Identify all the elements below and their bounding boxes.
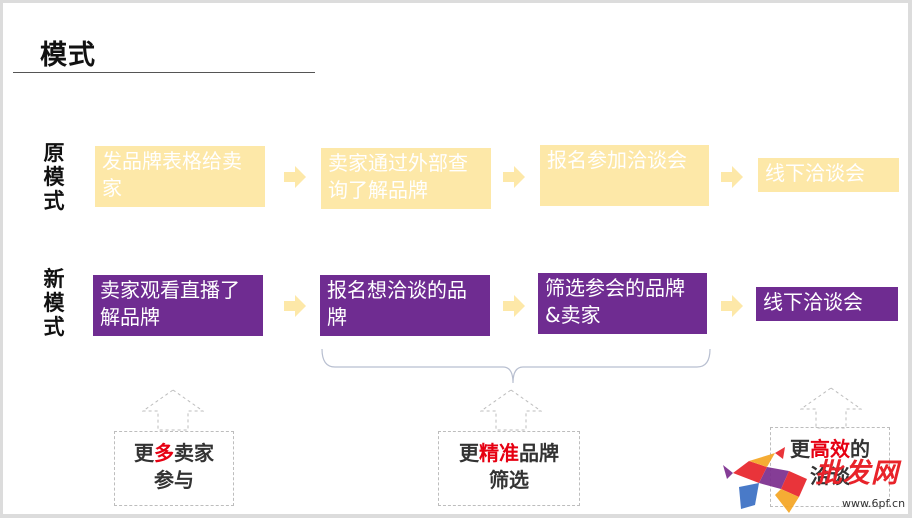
callout-highlight: 精准 [479,441,519,465]
new-step-1: 卖家观看直播了解品牌 [93,275,263,336]
old-step-4: 线下洽谈会 [758,158,899,192]
callout-suffix: 的 [850,437,870,461]
watermark-logo-icon [723,447,807,513]
old-step-3: 报名参加洽谈会 [540,145,709,206]
callout-prefix: 更 [790,437,810,461]
up-arrow-icon [800,387,862,429]
watermark-url: www.6pf.cn [842,497,906,510]
slide: 模式 原 模 式 发品牌表格给卖家 卖家通过外部查询了解品牌 报名参加洽谈会 线… [3,3,908,514]
callout-suffix: 品牌 [519,441,559,465]
arrow-right-icon [503,166,525,188]
row-label-char: 模 [43,291,65,315]
arrow-right-icon [721,295,743,317]
callout-text: 更多卖家 参与 [114,431,234,506]
new-step-2: 报名想洽谈的品牌 [320,275,490,336]
row-label-char: 式 [43,315,65,339]
watermark-text: 批发网 [815,458,899,489]
row-label-char: 新 [43,267,65,291]
callout-highlight: 高效 [810,437,850,461]
callout-line2: 参与 [154,468,194,492]
row-label-old: 原 模 式 [41,141,67,213]
callout-prefix: 更 [459,441,479,465]
callout-prefix: 更 [134,441,154,465]
row-label-char: 原 [43,141,65,165]
callout-suffix: 卖家 [174,441,214,465]
callout-highlight: 多 [154,441,174,465]
new-step-3: 筛选参会的品牌&卖家 [538,273,707,334]
title-underline [13,72,315,73]
callout-text: 更高效的 洽谈 [770,427,890,507]
arrow-right-icon [284,166,306,188]
arrow-right-icon [721,166,743,188]
old-step-2: 卖家通过外部查询了解品牌 [321,148,491,209]
arrow-right-icon [503,295,525,317]
callout-text: 更精准品牌 筛选 [438,431,580,506]
row-label-char: 式 [43,189,65,213]
arrow-right-icon [284,295,306,317]
up-arrow-icon [142,389,204,431]
old-step-1: 发品牌表格给卖家 [95,146,265,207]
page-title: 模式 [40,40,96,71]
row-label-new: 新 模 式 [41,267,67,339]
grouping-brace [321,348,711,384]
new-step-4: 线下洽谈会 [756,287,898,321]
callout-line2: 筛选 [489,468,529,492]
up-arrow-icon [480,389,542,431]
callout-line2: 洽谈 [810,464,850,488]
row-label-char: 模 [43,165,65,189]
